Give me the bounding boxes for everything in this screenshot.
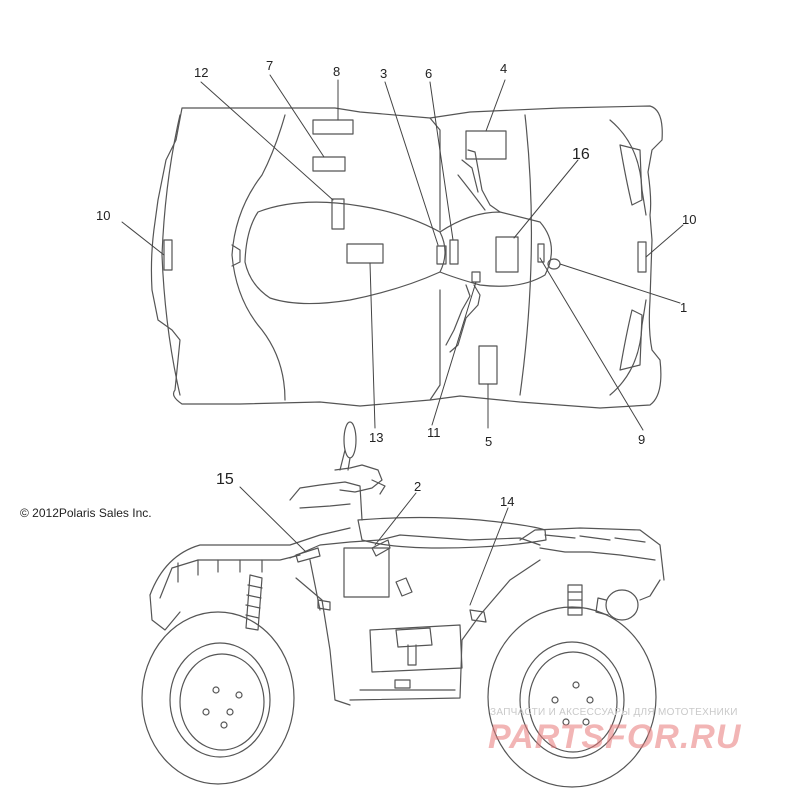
callout-8: 8 (333, 64, 340, 79)
decal-7-top (312, 156, 346, 172)
decal-4-top (465, 130, 507, 160)
callout-14: 14 (500, 494, 514, 509)
copyright-notice: © 2012Polaris Sales Inc. (20, 506, 152, 520)
callout-11: 11 (427, 425, 441, 440)
callout-3: 3 (380, 66, 387, 81)
callout-13: 13 (369, 430, 383, 445)
decal-2-strip (371, 539, 391, 557)
decal-16-top (495, 236, 519, 273)
decal-5-top (478, 345, 498, 385)
leader-lines (121, 74, 684, 606)
callout-15: 15 (216, 471, 234, 488)
decal-3-top (436, 245, 447, 265)
callout-5: 5 (485, 434, 492, 449)
decal-15-side (295, 547, 321, 563)
decal-13-top (346, 243, 384, 264)
callout-12: 12 (194, 65, 208, 80)
callout-10-left: 10 (96, 208, 110, 223)
watermark-tagline: ЗАПЧАСТИ И АКСЕССУАРЫ ДЛЯ МОТОТЕХНИКИ (490, 707, 738, 718)
callout-16: 16 (572, 146, 590, 163)
callout-9: 9 (638, 432, 645, 447)
callout-1: 1 (680, 300, 687, 315)
callout-10-right: 10 (682, 212, 696, 227)
callout-6: 6 (425, 66, 432, 81)
watermark-logo: PARTSFOR.RU (488, 718, 742, 756)
callout-labels: 12 7 8 3 6 4 16 10 10 1 13 11 5 9 15 2 1… (96, 58, 696, 509)
decal-9-top (537, 243, 545, 263)
decal-12-top (331, 198, 345, 230)
callout-2: 2 (414, 479, 421, 494)
atv-side-view (141, 421, 665, 788)
decal-11-top (471, 271, 481, 283)
atv-top-view (150, 105, 663, 409)
callout-4: 4 (500, 61, 507, 76)
callout-7: 7 (266, 58, 273, 73)
decal-10-left-top (163, 239, 173, 271)
decal-10-right-top (637, 241, 647, 273)
decal-6-top (449, 239, 459, 265)
decal-2-side (343, 547, 390, 598)
decal-8-top (312, 119, 354, 135)
